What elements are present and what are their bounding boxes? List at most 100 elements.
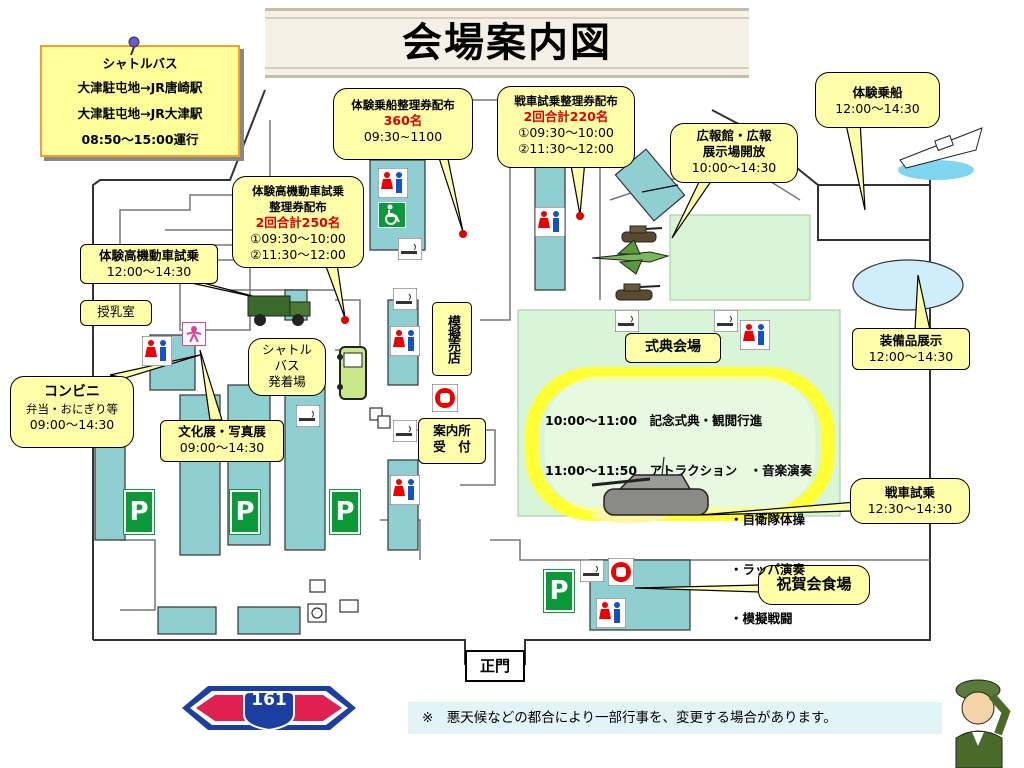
pr-hall-line1: 広報館・広報: [696, 128, 772, 143]
tank-ticket-time2: ②11:30～12:00: [518, 141, 614, 156]
program-row-2: 11:00～11:50 アトラクション ・音楽演奏: [545, 462, 813, 478]
info-line2: 受 付: [433, 439, 471, 454]
boat-ticket-line1: 体験乗船整理券配布: [351, 98, 455, 112]
truck-icon: [247, 295, 311, 326]
shuttle-stop-line1: シャトル: [261, 342, 312, 357]
conbini-callout: コンビニ 弁当・おにぎり等 09:00～14:30: [10, 376, 134, 448]
parking-sign: P: [229, 489, 261, 535]
party-hall-label: 祝賀会食場: [758, 565, 870, 605]
shuttle-stop-line3: 発着場: [268, 374, 306, 389]
program-row-3: ・自衛隊体操: [730, 512, 806, 527]
smoking-icon: [580, 560, 604, 582]
nursing-room-text: 授乳室: [97, 304, 135, 319]
culture-time: 09:00～14:30: [179, 440, 265, 455]
info-desk-label: 案内所 受 付: [418, 418, 486, 464]
equipment-time: 12:00～14:30: [868, 349, 954, 364]
parking-sign: P: [543, 569, 575, 613]
ship-icon: [898, 127, 983, 180]
tank-ticket-time1: ①09:30～10:00: [518, 125, 614, 140]
info-line1: 案内所: [433, 423, 471, 438]
vehicle-ticket-line1: 体験高機動車試乗: [252, 184, 344, 198]
conbini-line1: コンビニ: [44, 384, 100, 400]
weather-notice: ※ 悪天候などの都合により一部行事を、変更する場合があります。: [408, 702, 942, 734]
boat-time: 12:00～14:30: [835, 101, 920, 116]
vehicle-ride-time: 12:00～14:30: [106, 264, 192, 279]
culture-line1: 文化展・写真展: [178, 424, 266, 439]
restroom-icon: [535, 207, 565, 237]
restroom-icon: [142, 336, 172, 366]
title-band: [265, 8, 749, 78]
boat-ticket-time: 09:30~1100: [363, 129, 443, 144]
shuttle-stop-line2: バス: [274, 358, 300, 373]
ceremony-program: 10:00～11:00 記念式典・観閲行進 11:00～11:50 アトラクショ…: [545, 380, 812, 644]
conbini-line2: 弁当・おにぎり等: [26, 402, 118, 416]
tank-ticket-count: 2回合計220名: [523, 109, 609, 124]
jet-icon: [591, 239, 670, 275]
tank-ride-line1: 戦車試乗: [884, 485, 935, 500]
restroom-icon: [390, 326, 420, 356]
vehicle-ticket-time2: ②11:30～12:00: [250, 247, 346, 262]
baby-icon: [182, 322, 206, 346]
no-entry-hand-icon: [432, 384, 458, 412]
shuttle-stop-callout: シャトル バス 発着場: [248, 338, 326, 396]
smoking-icon: [615, 310, 639, 332]
boat-line1: 体験乗船: [852, 85, 903, 100]
route-161-sign: [182, 686, 356, 732]
shuttle-route-1: 大津駐屯地→JR唐崎駅: [77, 80, 203, 95]
program-row-1: 10:00～11:00 記念式典・観閲行進: [545, 413, 763, 428]
bus-icon: [337, 346, 367, 400]
vehicle-ticket-time1: ①09:30～10:00: [250, 231, 346, 246]
restroom-icon: [390, 475, 420, 505]
restroom-icon: [378, 168, 408, 198]
boat-ticket-callout: 体験乗船整理券配布 360名 09:30~1100: [333, 88, 473, 160]
boat-ticket-count: 360名: [383, 113, 423, 128]
nursing-room-label: 授乳室: [80, 300, 152, 326]
smoking-icon: [296, 405, 320, 427]
boat-callout: 体験乗船 12:00～14:30: [815, 72, 940, 128]
vehicle-ticket-count: 2回合計250名: [255, 215, 341, 230]
vehicle-ride-line1: 体験高機動車試乗: [98, 248, 199, 263]
main-gate-label: 正門: [465, 650, 525, 682]
pr-hall-time: 10:00～14:30: [691, 160, 777, 175]
culture-callout: 文化展・写真展 09:00～14:30: [160, 420, 284, 462]
equipment-line1: 装備品展示: [879, 333, 943, 348]
page-title: 会場案内図: [402, 20, 612, 66]
smoking-icon: [714, 310, 738, 332]
model-shop-label: 模擬売店: [432, 302, 472, 376]
ceremony-label: 式典会場: [625, 333, 721, 363]
shuttle-hours: 08:50～15:00運行: [81, 132, 199, 147]
tank-ride-time: 12:30～14:30: [867, 501, 953, 516]
tank-ticket-line1: 戦車試乗整理券配布: [514, 94, 618, 108]
pr-hall-callout: 広報館・広報 展示場開放 10:00～14:30: [670, 123, 798, 183]
smoking-icon: [393, 288, 417, 310]
vehicle-ticket-callout: 体験高機動車試乗 整理券配布 2回合計250名 ①09:30～10:00 ②11…: [232, 176, 364, 268]
tank-icon: [621, 225, 662, 243]
shuttle-bus-info: シャトルバス 大津駐屯地→JR唐崎駅 大津駐屯地→JR大津駅 08:50～15:…: [40, 45, 240, 157]
vehicle-ticket-line2: 整理券配布: [269, 200, 327, 214]
restroom-icon: [596, 598, 626, 628]
shuttle-heading: シャトルバス: [102, 56, 178, 71]
pushpin-icon: [128, 36, 140, 56]
route-number: 161: [251, 690, 287, 710]
smoking-icon: [393, 420, 417, 442]
restroom-icon: [740, 320, 770, 350]
wheelchair-icon: [378, 202, 406, 228]
site-boundary-west: [92, 89, 266, 640]
parking-sign: P: [329, 489, 361, 535]
parking-sign: P: [123, 489, 155, 535]
equipment-callout: 装備品展示 12:00～14:30: [852, 328, 970, 370]
shuttle-route-2: 大津駐屯地→JR大津駅: [77, 106, 203, 121]
ceremony-text: 式典会場: [645, 339, 701, 355]
vehicle-ride-callout: 体験高機動車試乗 12:00～14:30: [80, 244, 218, 284]
tank-ticket-callout: 戦車試乗整理券配布 2回合計220名 ①09:30～10:00 ②11:30～1…: [497, 86, 635, 168]
program-row-4: ・ラッパ演奏: [730, 561, 806, 577]
conbini-time: 09:00～14:30: [29, 417, 115, 432]
program-row-5: ・模擬戦闘: [730, 611, 793, 626]
no-entry-hand-icon: [608, 558, 634, 586]
tank-icon: [615, 283, 660, 301]
tank-ride-callout: 戦車試乗 12:30～14:30: [850, 478, 970, 524]
smoking-icon: [398, 238, 422, 260]
saluting-soldier-icon: [955, 679, 1011, 768]
tank-icon: [591, 456, 709, 523]
pr-hall-line2: 展示場開放: [702, 144, 766, 159]
